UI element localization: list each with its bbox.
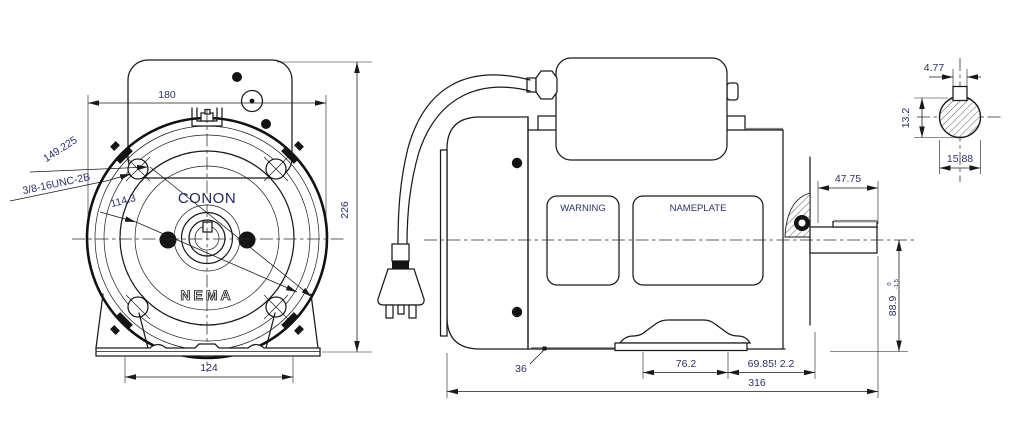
dim-text-1588: 15.88 — [947, 153, 973, 165]
dim-text-477: 4.77 — [924, 62, 945, 74]
dim-shaft-extension: 47.75 — [817, 173, 879, 224]
foot-pad — [614, 342, 748, 352]
thru-bolt-icon — [238, 231, 256, 249]
output-shaft — [809, 219, 878, 254]
dim-text-889: 88.9 — [887, 296, 899, 317]
box-foot-tab — [537, 115, 558, 131]
power-cord — [397, 74, 531, 246]
dim-text-226: 226 — [339, 201, 351, 219]
dim-shaft-height: 88.9 0 -1.5 — [830, 240, 908, 352]
thru-bolt-icon — [159, 231, 177, 249]
base-callout-36: 36 — [515, 346, 547, 375]
dim-text-36: 36 — [515, 363, 527, 375]
power-plug-icon — [377, 243, 425, 319]
front-view: 180 226 — [9, 59, 372, 383]
shaft-section-view: 4.77 13.2 15.88 — [900, 58, 1003, 182]
plug-prong — [385, 304, 394, 319]
shaft-key-land — [832, 220, 878, 228]
tapped-hole-icon — [263, 294, 289, 320]
base-plate-front — [95, 343, 321, 357]
box-screw-icon — [232, 72, 242, 82]
tapped-hole-icon — [263, 156, 289, 182]
callout-text-thread: 3/8-16UNC-2B — [21, 171, 91, 197]
side-foot — [618, 319, 752, 344]
brand-text: CONON — [178, 190, 236, 207]
dim-height-226: 226 — [277, 61, 372, 353]
side-view: WARNING NAMEPLATE 47.75 88.9 0 -1.5 — [377, 57, 914, 398]
plug-prong — [408, 304, 417, 319]
tapped-hole-icon — [125, 294, 151, 320]
shaft-section-circle — [938, 95, 982, 139]
terminal-box-side — [555, 57, 728, 161]
bearing-section — [784, 192, 811, 238]
warning-label-box — [546, 195, 620, 286]
dim-text-762: 76.2 — [676, 358, 697, 370]
nameplate-text: NAMEPLATE — [670, 203, 727, 214]
dim-text-132: 13.2 — [900, 108, 912, 129]
dim-text-316: 316 — [748, 377, 766, 389]
nameplate-box — [632, 195, 764, 286]
dim-text-180: 180 — [158, 89, 176, 101]
dim-diameter: 15.88 — [939, 140, 981, 174]
box-foot-tab — [726, 115, 746, 131]
dim-key-width: 4.77 — [924, 62, 981, 86]
cable-gland-side — [526, 70, 558, 100]
dim-text-6985: 69.85! 2.2 — [748, 358, 795, 370]
front-feet — [95, 293, 321, 357]
plug-prong — [397, 304, 405, 315]
cover-screw-icon — [511, 157, 523, 169]
box-screw-icon — [261, 119, 271, 129]
dim-tol-lower: -1.5 — [894, 279, 900, 289]
flange-clamp-tabs — [110, 141, 304, 335]
dim-tol-upper: 0 — [887, 282, 893, 285]
box-ear — [726, 82, 739, 101]
tapped-hole-icon — [125, 156, 151, 182]
warning-label-text: WARNING — [560, 203, 606, 214]
dim-text-4775: 47.75 — [835, 173, 861, 185]
dim-flat-height: 13.2 — [900, 97, 958, 138]
cover-screw-icon — [511, 306, 523, 318]
fan-cover-lip — [439, 149, 448, 337]
nema-logo-text: NEMA — [180, 287, 233, 303]
dim-text-124: 124 — [200, 362, 218, 374]
mounting-holes — [125, 156, 289, 320]
keyway-front — [202, 221, 213, 233]
callout-text-149: 149.225 — [41, 134, 80, 165]
dim-foot-span-124: 124 — [124, 357, 294, 383]
dim-foot-to-shoulder: 69.85! 2.2 — [728, 332, 816, 379]
dim-overall-length: 316 — [446, 256, 879, 398]
dim-width-180: 180 — [87, 89, 327, 232]
keyway-section — [952, 85, 968, 102]
dim-foot-hole-span: 76.2 — [642, 352, 729, 379]
